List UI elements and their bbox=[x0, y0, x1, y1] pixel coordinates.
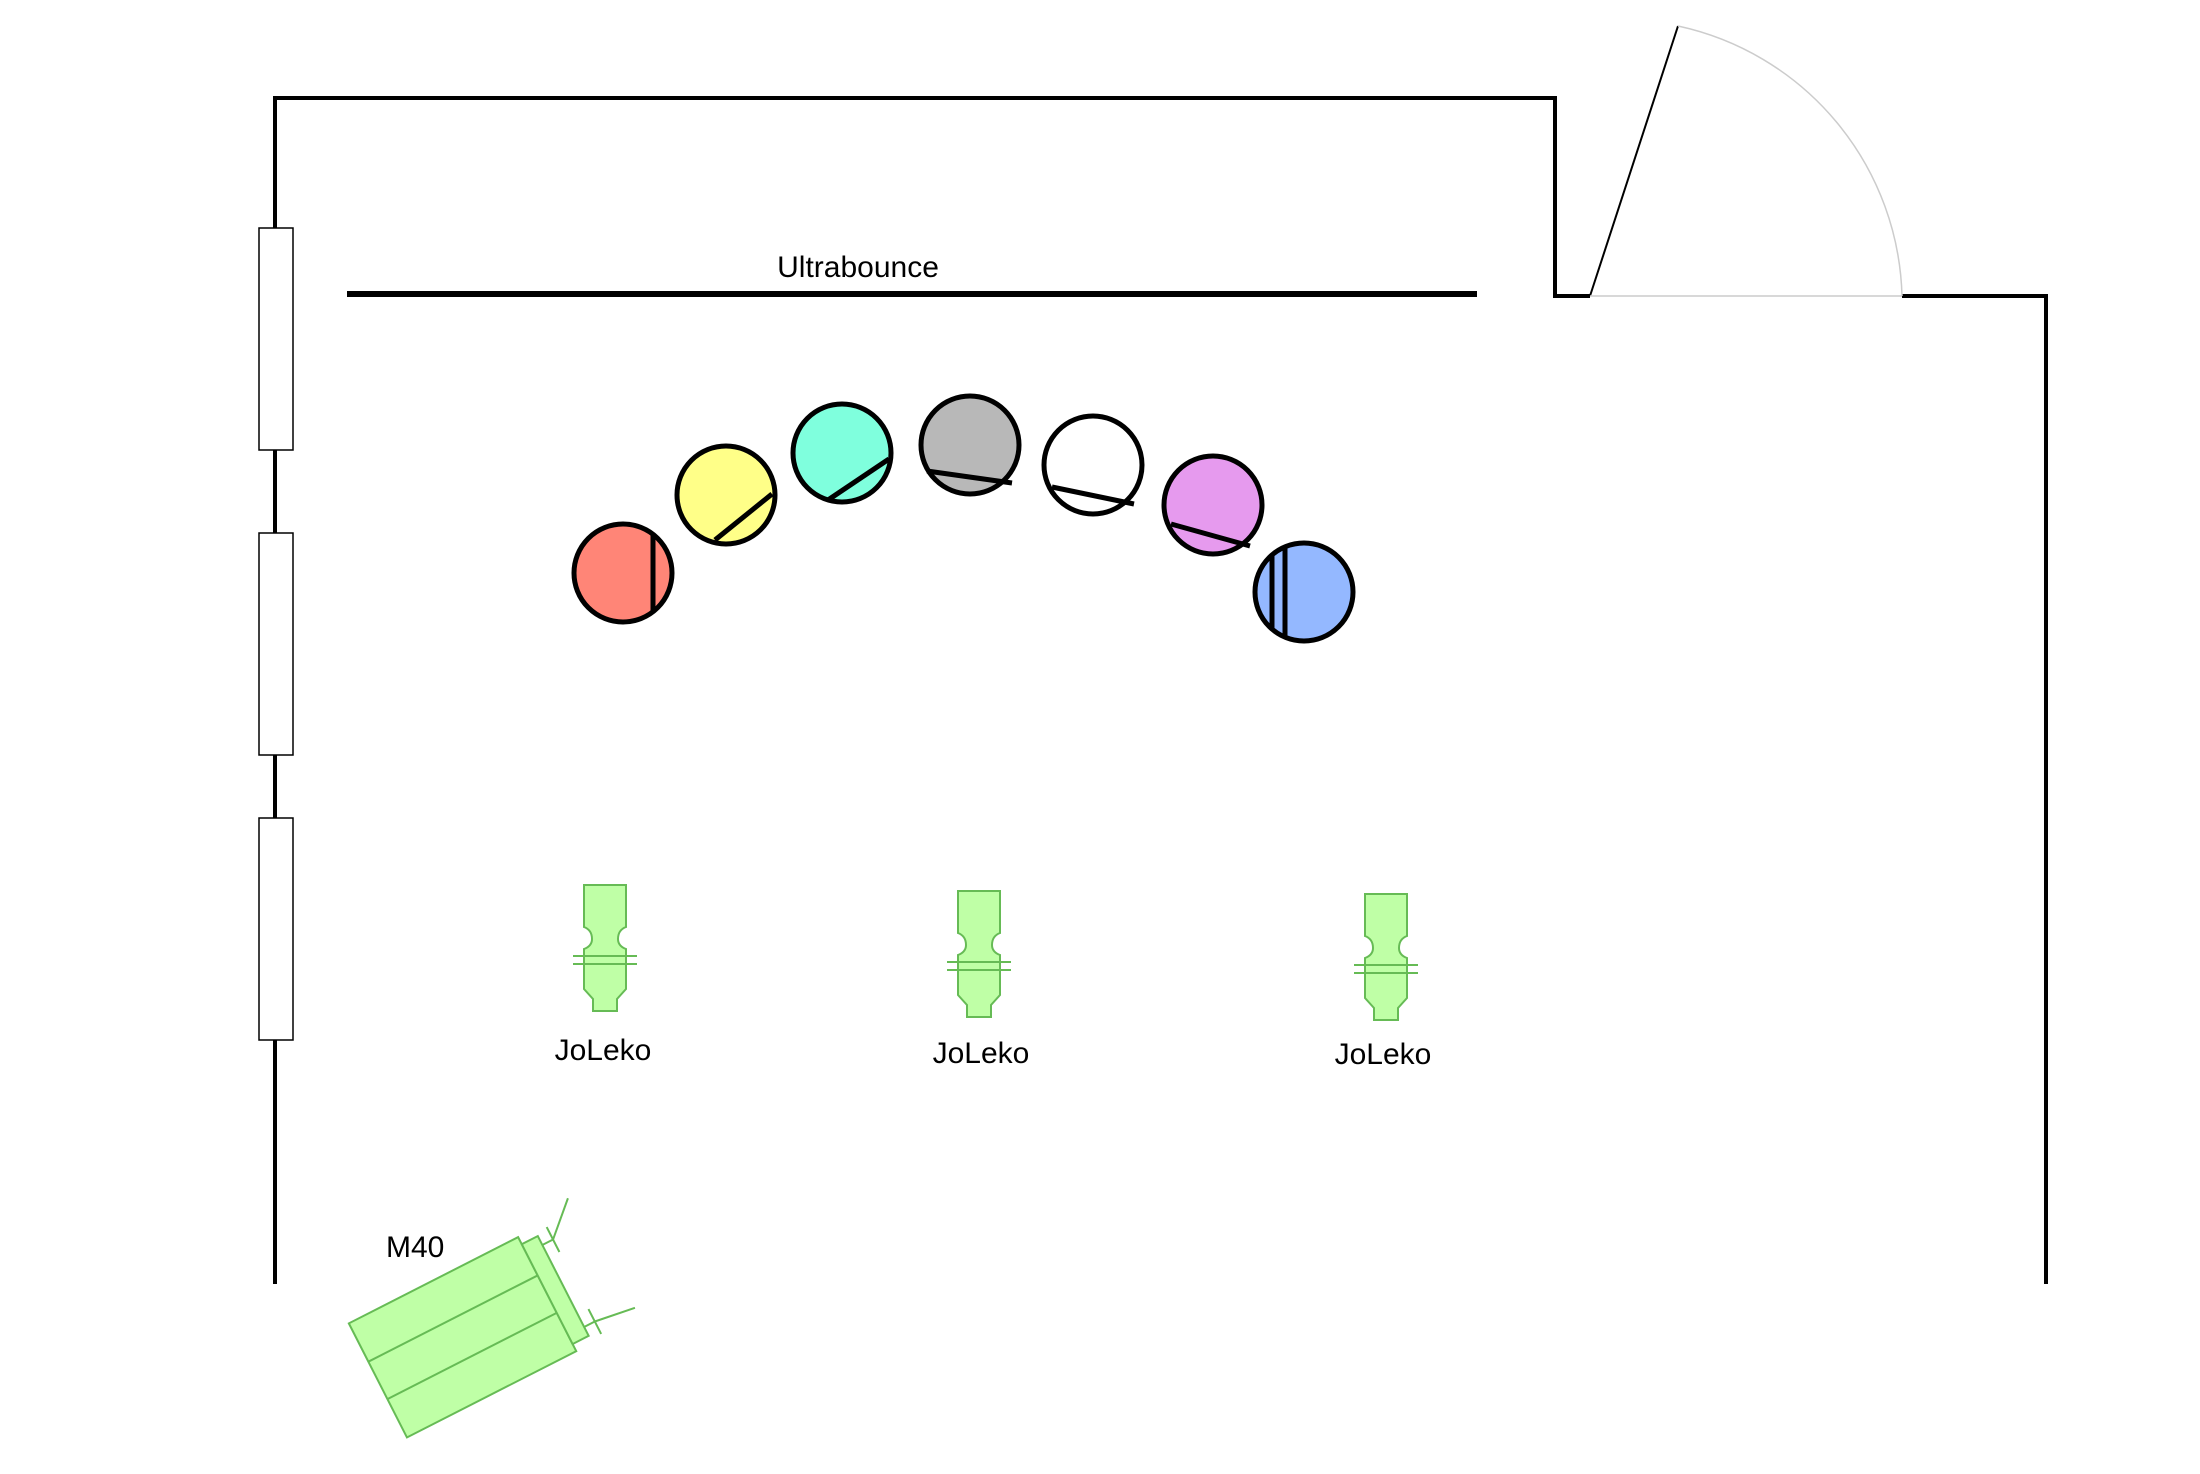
red-backdrop-circle bbox=[571, 521, 675, 625]
violet-backdrop-roll[interactable] bbox=[1161, 453, 1265, 557]
windows bbox=[258, 227, 294, 1041]
aqua-backdrop-seam bbox=[826, 456, 891, 503]
red-backdrop-roll[interactable] bbox=[571, 521, 675, 625]
aqua-backdrop-circle bbox=[790, 401, 894, 505]
violet-backdrop-circle bbox=[1161, 453, 1265, 557]
white-backdrop-roll[interactable] bbox=[1041, 413, 1145, 517]
backdrop-rolls bbox=[571, 393, 1356, 644]
m40-icon bbox=[347, 1197, 636, 1439]
door[interactable] bbox=[1589, 25, 1903, 297]
wall-right bbox=[1902, 294, 2048, 1284]
yellow-backdrop-roll[interactable] bbox=[674, 443, 778, 547]
m40-fixture[interactable]: M40 bbox=[343, 1194, 640, 1439]
white-backdrop-circle bbox=[1041, 413, 1145, 517]
white-backdrop-seam bbox=[1051, 484, 1135, 507]
m40-label: M40 bbox=[386, 1231, 444, 1264]
leko-2-icon bbox=[946, 890, 1012, 1018]
grey-backdrop-circle bbox=[918, 393, 1022, 497]
room-walls bbox=[273, 96, 2048, 1284]
ultrabounce[interactable]: Ultrabounce bbox=[347, 251, 1477, 297]
window-2 bbox=[258, 532, 294, 756]
grey-backdrop-seam bbox=[926, 468, 1013, 486]
window-3 bbox=[258, 817, 294, 1041]
yellow-backdrop-seam bbox=[713, 492, 774, 542]
leko-1-label: JoLeko bbox=[555, 1034, 652, 1067]
blue-backdrop-circle bbox=[1252, 540, 1356, 644]
ultrabounce-label: Ultrabounce bbox=[777, 251, 939, 284]
door-leaf bbox=[1589, 25, 1679, 297]
window-1 bbox=[258, 227, 294, 451]
leko-1-icon bbox=[572, 884, 638, 1012]
leko-fixture-2[interactable]: JoLeko bbox=[933, 890, 1030, 1070]
yellow-backdrop-circle bbox=[674, 443, 778, 547]
leko-fixture-3[interactable]: JoLeko bbox=[1335, 893, 1432, 1071]
blue-backdrop-roll[interactable] bbox=[1252, 540, 1356, 644]
leko-3-label: JoLeko bbox=[1335, 1038, 1432, 1071]
aqua-backdrop-roll[interactable] bbox=[790, 401, 894, 505]
violet-backdrop-seam bbox=[1170, 521, 1251, 549]
leko-2-label: JoLeko bbox=[933, 1037, 1030, 1070]
leko-3-icon bbox=[1353, 893, 1419, 1021]
door-swing-arc bbox=[1677, 25, 1903, 297]
leko-fixture-1[interactable]: JoLeko bbox=[555, 884, 652, 1067]
wall-left-top-right bbox=[273, 96, 1590, 1284]
grey-backdrop-roll[interactable] bbox=[918, 393, 1022, 497]
